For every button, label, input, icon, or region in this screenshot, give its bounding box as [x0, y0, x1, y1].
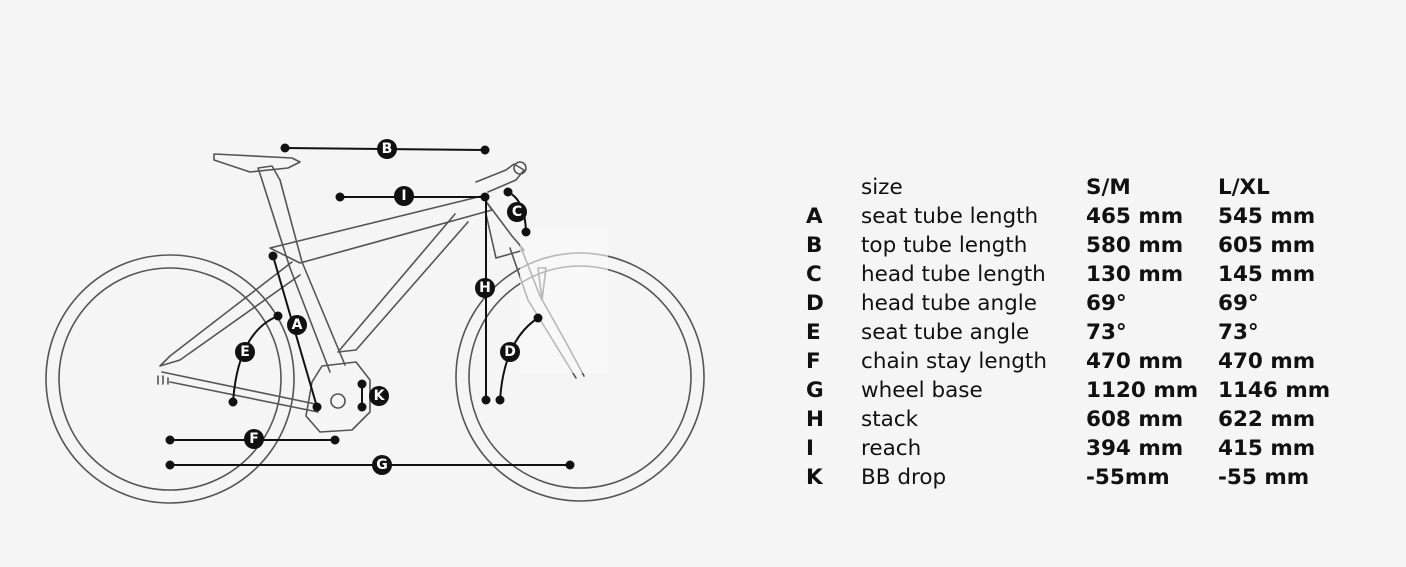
row-value-lxl: 69°	[1218, 291, 1259, 316]
row-value-sm: 580 mm	[1086, 233, 1184, 258]
svg-text:B: B	[382, 141, 393, 157]
callout-F: F	[244, 429, 264, 449]
table-row: I reach 394 mm 415 mm	[800, 434, 1358, 463]
callout-G: G	[372, 455, 392, 475]
svg-text:C: C	[512, 204, 522, 220]
row-name: head tube length	[861, 262, 1046, 287]
row-letter: B	[806, 233, 823, 258]
row-value-lxl: 1146 mm	[1218, 378, 1331, 403]
row-value-lxl: 145 mm	[1218, 262, 1316, 287]
svg-text:A: A	[292, 317, 303, 333]
row-letter: E	[806, 320, 821, 345]
callout-I: I	[394, 186, 414, 206]
row-letter: D	[806, 291, 824, 316]
row-value-lxl: 545 mm	[1218, 204, 1316, 229]
header-size-label: size	[861, 175, 903, 200]
row-letter: C	[806, 262, 822, 287]
rear-wheel	[45, 254, 295, 504]
row-letter: I	[806, 436, 814, 461]
table-row: C head tube length 130 mm 145 mm	[800, 260, 1358, 289]
callout-A: A	[287, 315, 307, 335]
svg-text:I: I	[401, 188, 406, 204]
svg-text:F: F	[249, 431, 259, 447]
row-value-sm: 465 mm	[1086, 204, 1184, 229]
header-size-lxl: L/XL	[1218, 175, 1270, 200]
header-size-sm: S/M	[1086, 175, 1131, 200]
row-name: wheel base	[861, 378, 983, 403]
table-row: H stack 608 mm 622 mm	[800, 405, 1358, 434]
row-letter: G	[806, 378, 824, 403]
table-header-row: size S/M L/XL	[800, 173, 1358, 202]
row-name: seat tube angle	[861, 320, 1030, 345]
header-blank	[800, 173, 861, 202]
table-row: D head tube angle 69° 69°	[800, 289, 1358, 318]
svg-text:D: D	[504, 344, 516, 360]
svg-text:K: K	[374, 388, 386, 404]
row-name: seat tube length	[861, 204, 1039, 229]
svg-text:H: H	[479, 280, 491, 296]
row-value-lxl: 470 mm	[1218, 349, 1316, 374]
row-letter: A	[806, 204, 823, 229]
callout-D: D	[500, 342, 520, 362]
row-value-sm: 130 mm	[1086, 262, 1184, 287]
callout-H: H	[475, 278, 495, 298]
row-name: head tube angle	[861, 291, 1037, 316]
row-name: BB drop	[861, 465, 947, 490]
row-value-lxl: 622 mm	[1218, 407, 1316, 432]
row-value-sm: 1120 mm	[1086, 378, 1199, 403]
table-row: A seat tube length 465 mm 545 mm	[800, 202, 1358, 231]
callout-E: E	[235, 342, 255, 362]
row-name: reach	[861, 436, 922, 461]
table-row: K BB drop -55mm -55 mm	[800, 463, 1358, 492]
row-value-lxl: 73°	[1218, 320, 1259, 345]
callout-K: K	[369, 386, 389, 406]
row-value-sm: 394 mm	[1086, 436, 1184, 461]
row-value-sm: 69°	[1086, 291, 1127, 316]
row-letter: F	[806, 349, 821, 374]
table-row: E seat tube angle 73° 73°	[800, 318, 1358, 347]
row-value-sm: 470 mm	[1086, 349, 1184, 374]
table-row: F chain stay length 470 mm 470 mm	[800, 347, 1358, 376]
row-value-sm: 73°	[1086, 320, 1127, 345]
row-letter: H	[806, 407, 824, 432]
row-name: top tube length	[861, 233, 1028, 258]
row-value-lxl: 415 mm	[1218, 436, 1316, 461]
callout-C: C	[507, 202, 527, 222]
row-value-sm: 608 mm	[1086, 407, 1184, 432]
table-row: G wheel base 1120 mm 1146 mm	[800, 376, 1358, 405]
callout-B: B	[377, 139, 397, 159]
table-row: B top tube length 580 mm 605 mm	[800, 231, 1358, 260]
row-letter: K	[806, 465, 823, 490]
bike-geometry-diagram: B I C H D A E K	[45, 139, 705, 504]
row-name: chain stay length	[861, 349, 1047, 374]
svg-text:G: G	[376, 457, 388, 473]
geometry-table: size S/M L/XL A seat tube length 465 mm …	[800, 173, 1358, 492]
row-value-sm: -55mm	[1086, 465, 1170, 490]
row-value-lxl: 605 mm	[1218, 233, 1316, 258]
row-name: stack	[861, 407, 919, 432]
row-value-lxl: -55 mm	[1218, 465, 1310, 490]
svg-text:E: E	[240, 344, 250, 360]
